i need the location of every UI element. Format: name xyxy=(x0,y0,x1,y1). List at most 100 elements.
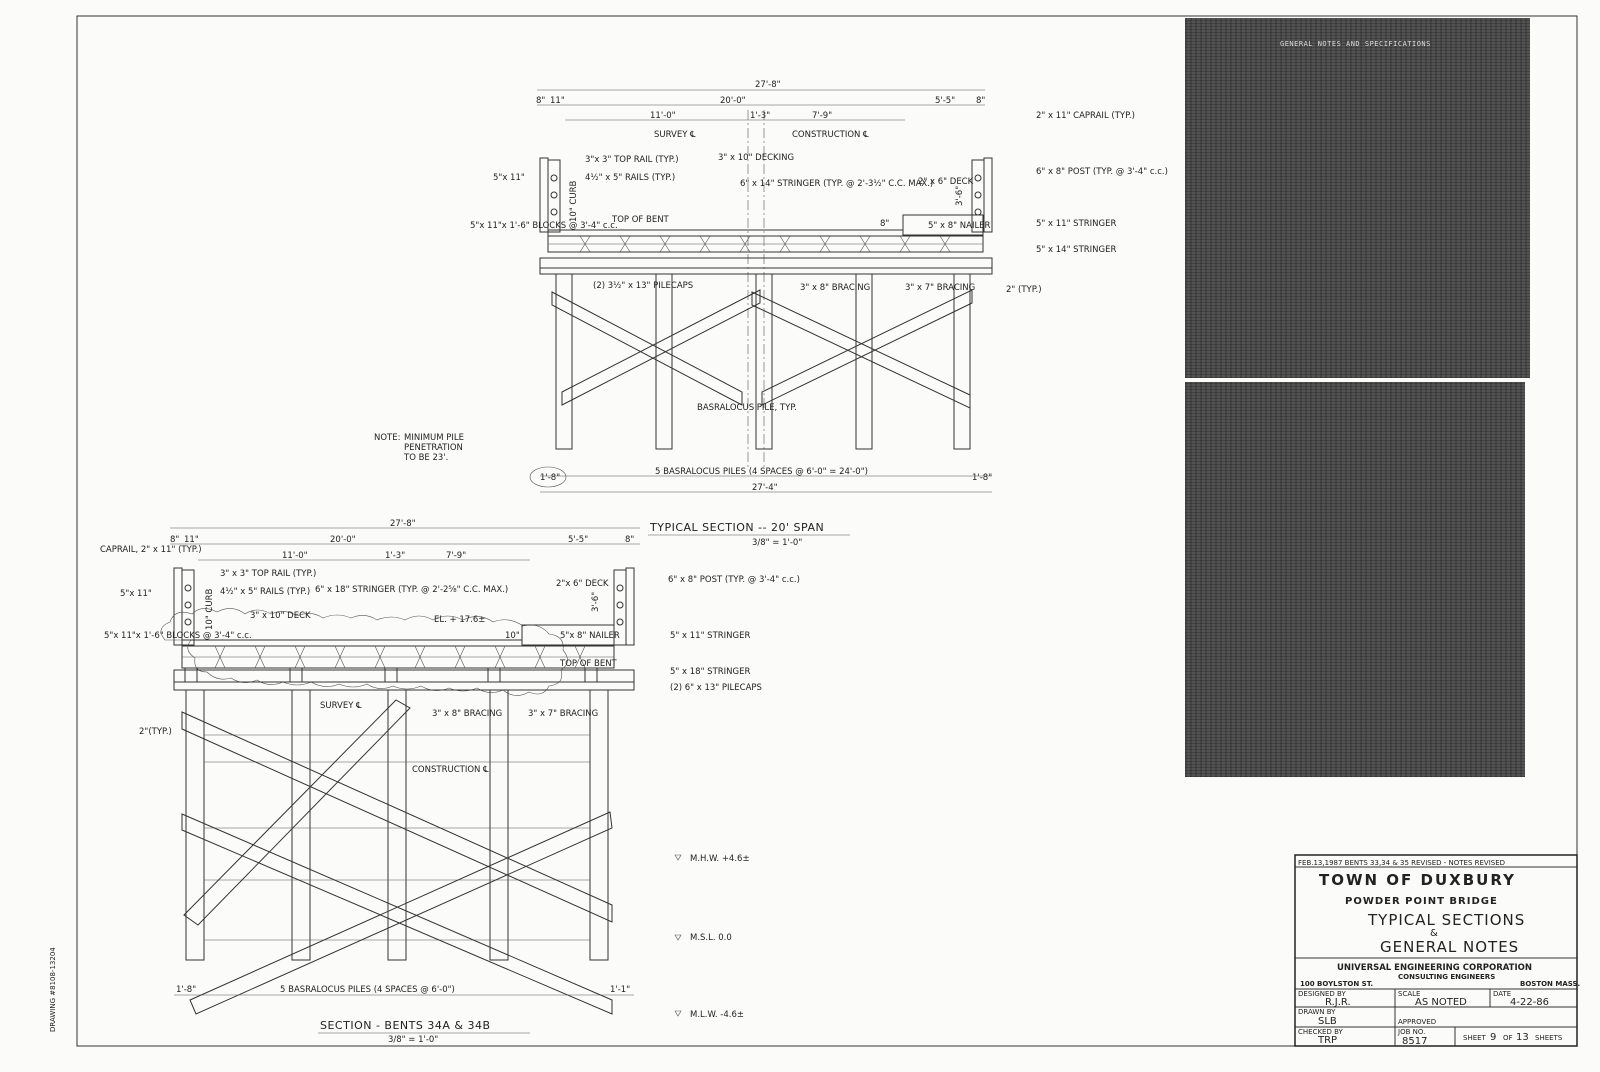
lower-scale: 3/8" = 1'-0" xyxy=(388,1035,438,1045)
tb-sheet-label: SHEET xyxy=(1463,1034,1487,1042)
lower-stringer-518: 5" x 18" STRINGER xyxy=(670,667,750,677)
upper-post-left-label: 5"x 11" xyxy=(493,173,525,183)
upper-title: TYPICAL SECTION -- 20' SPAN xyxy=(649,521,824,534)
lower-section: 27'-8" 8" 11" 20'-0" 5'-5" 8" 11'-0" 1'-… xyxy=(100,519,800,1045)
upper-post-right-label: 6" x 8" POST (TYP. @ 3'-4" c.c.) xyxy=(1036,167,1168,177)
note-label: NOTE: xyxy=(374,433,400,443)
upper-dim-left-curb: 11" xyxy=(550,96,565,106)
sheet-border xyxy=(76,15,1578,1047)
upper-top-rail-label: 3"x 3" TOP RAIL (TYP.) xyxy=(585,155,679,165)
upper-caprail-label: 2" x 11" CAPRAIL (TYP.) xyxy=(1036,111,1135,121)
notes-panel-bottom xyxy=(1185,382,1525,777)
lower-rails-label: 4½" x 5" RAILS (TYP.) xyxy=(220,587,310,597)
tb-project: POWDER POINT BRIDGE xyxy=(1345,896,1498,907)
lower-stringer-511: 5" x 11" STRINGER xyxy=(670,631,750,641)
upper-dim-right-rail: 8" xyxy=(976,96,985,106)
lower-stringer-label: 6" x 18" STRINGER (TYP. @ 2'-2⅝" C.C. MA… xyxy=(315,585,508,595)
upper-decking-label: 3" x 10" DECKING xyxy=(718,153,794,163)
tb-scale-label: SCALE xyxy=(1398,990,1420,998)
tb-town: TOWN OF DUXBURY xyxy=(1319,871,1516,889)
tb-firm: UNIVERSAL ENGINEERING CORPORATION xyxy=(1337,963,1532,973)
lower-typ2: 2"(TYP.) xyxy=(139,727,172,737)
lower-dim-survey-constr: 1'-3" xyxy=(385,551,405,561)
upper-dim-bottom-overall: 27'-4" xyxy=(752,483,778,493)
tb-drawn-by: SLB xyxy=(1318,1016,1337,1027)
tb-sheets-label: SHEETS xyxy=(1535,1034,1563,1042)
lower-post-left-label: 5"x 11" xyxy=(120,589,152,599)
lower-title: SECTION - BENTS 34A & 34B xyxy=(320,1019,491,1032)
lower-dim-left-survey: 11'-0" xyxy=(282,551,308,561)
pile-note: NOTE: MINIMUM PILE PENETRATION TO BE 23'… xyxy=(374,433,464,463)
upper-pile-label: BASRALOCUS PILE, TYP. xyxy=(697,403,797,413)
lower-dim-left-rail: 8" xyxy=(170,535,179,545)
upper-bracing-38: 3" x 8" BRACING xyxy=(800,283,870,293)
upper-dim-survey-constr: 1'-3" xyxy=(750,111,770,121)
upper-post-height: 3'-6" xyxy=(955,186,965,206)
lower-pile-spacing: 5 BASRALOCUS PILES (4 SPACES @ 6'-0") xyxy=(280,985,455,995)
lower-blocks-label: 5"x 11"x 1'-6" BLOCKS @ 3'-4" c.c. xyxy=(104,631,252,641)
tb-address: 100 BOYLSTON ST. xyxy=(1300,980,1373,988)
upper-dim-left-survey: 11'-0" xyxy=(650,111,676,121)
notes-panel-top xyxy=(1185,18,1530,378)
lower-dim-span: 20'-0" xyxy=(330,535,356,545)
lower-dim-bottom-right: 1'-1" xyxy=(610,985,630,995)
margin-stamp: DRAWING #8108-13204 xyxy=(49,947,57,1032)
note-line-2: PENETRATION xyxy=(404,443,463,453)
tb-firm-sub: CONSULTING ENGINEERS xyxy=(1398,973,1495,981)
tb-sheet-no: 9 xyxy=(1490,1032,1496,1043)
upper-dim-left-rail: 8" xyxy=(536,96,545,106)
lower-dim-left-curb: 11" xyxy=(184,535,199,545)
upper-curb-label: 10" CURB xyxy=(569,181,579,222)
lower-dim-overall: 27'-8" xyxy=(390,519,416,529)
upper-pile-spacing: 5 BASRALOCUS PILES (4 SPACES @ 6'-0" = 2… xyxy=(655,467,868,477)
tb-approved-label: APPROVED xyxy=(1398,1018,1436,1026)
upper-stringer-label: 6" x 14" STRINGER (TYP. @ 2'-3½" C.C. MA… xyxy=(740,179,933,189)
tb-checked-label: CHECKED BY xyxy=(1298,1028,1344,1036)
upper-top-of-bent: TOP OF BENT xyxy=(611,215,670,225)
tb-sheet-title-amp: & xyxy=(1430,928,1438,939)
tb-of-label: OF xyxy=(1503,1034,1513,1042)
tb-sheet-title-1: TYPICAL SECTIONS xyxy=(1367,911,1525,929)
lower-bracing-37: 3" x 7" BRACING xyxy=(528,709,598,719)
tb-date-label: DATE xyxy=(1493,990,1511,998)
upper-scale: 3/8" = 1'-0" xyxy=(752,538,802,548)
upper-pilecaps-label: (2) 3½" x 13" PILECAPS xyxy=(593,281,693,291)
tb-sheet-total: 13 xyxy=(1516,1032,1529,1043)
upper-dim-span: 20'-0" xyxy=(720,96,746,106)
tb-job-no: 8517 xyxy=(1402,1036,1427,1047)
lower-post-height: 3'-6" xyxy=(591,592,601,612)
tb-checked-by: TRP xyxy=(1317,1035,1337,1046)
lower-curb-label: 10" CURB xyxy=(205,589,215,630)
lower-dim-right-deck: 5'-5" xyxy=(568,535,588,545)
tb-designed-label: DESIGNED BY xyxy=(1298,990,1346,998)
upper-deck-step: 8" xyxy=(880,219,889,229)
water-level-mhw: M.H.W. +4.6± xyxy=(690,854,750,864)
lower-construction-cl: CONSTRUCTION ℄ xyxy=(412,765,489,775)
tb-city: BOSTON MASS. xyxy=(1520,980,1580,988)
tb-job-label: JOB NO. xyxy=(1397,1028,1425,1036)
upper-stringer-511: 5" x 11" STRINGER xyxy=(1036,219,1116,229)
lower-top-rail-label: 3" x 3" TOP RAIL (TYP.) xyxy=(220,569,316,579)
lower-post-right-label: 6" x 8" POST (TYP. @ 3'-4" c.c.) xyxy=(668,575,800,585)
title-block: FEB.13,1987 BENTS 33,34 & 35 REVISED - N… xyxy=(1294,854,1580,1047)
upper-bracing-37: 3" x 7" BRACING xyxy=(905,283,975,293)
upper-blocks-label: 5"x 11"x 1'-6" BLOCKS @ 3'-4" c.c. xyxy=(470,221,618,231)
upper-typ2: 2" (TYP.) xyxy=(1006,285,1042,295)
tb-designed-by: R.J.R. xyxy=(1325,997,1351,1008)
note-line-3: TO BE 23'. xyxy=(403,453,448,463)
upper-dim-constr-right: 7'-9" xyxy=(812,111,832,121)
lower-deck-label: 3" x 10" DECK xyxy=(250,611,311,621)
notes-header: GENERAL NOTES AND SPECIFICATIONS xyxy=(1280,40,1431,48)
lower-dim-right-rail: 8" xyxy=(625,535,634,545)
general-notes-panel: GENERAL NOTES AND SPECIFICATIONS xyxy=(1185,18,1530,777)
lower-caprail-label: CAPRAIL, 2" x 11" (TYP.) xyxy=(100,545,202,555)
upper-survey-cl: SURVEY ℄ xyxy=(654,130,696,140)
upper-section: 27'-8" 8" 11" 20'-0" 5'-5" 8" 11'-0" 1'-… xyxy=(470,80,1168,548)
lower-deck-step: 10" xyxy=(505,631,520,641)
upper-stringer-514: 5" x 14" STRINGER xyxy=(1036,245,1116,255)
upper-dim-overall: 27'-8" xyxy=(755,80,781,90)
lower-survey-cl: SURVEY ℄ xyxy=(320,701,362,711)
tb-drawn-label: DRAWN BY xyxy=(1298,1008,1336,1016)
